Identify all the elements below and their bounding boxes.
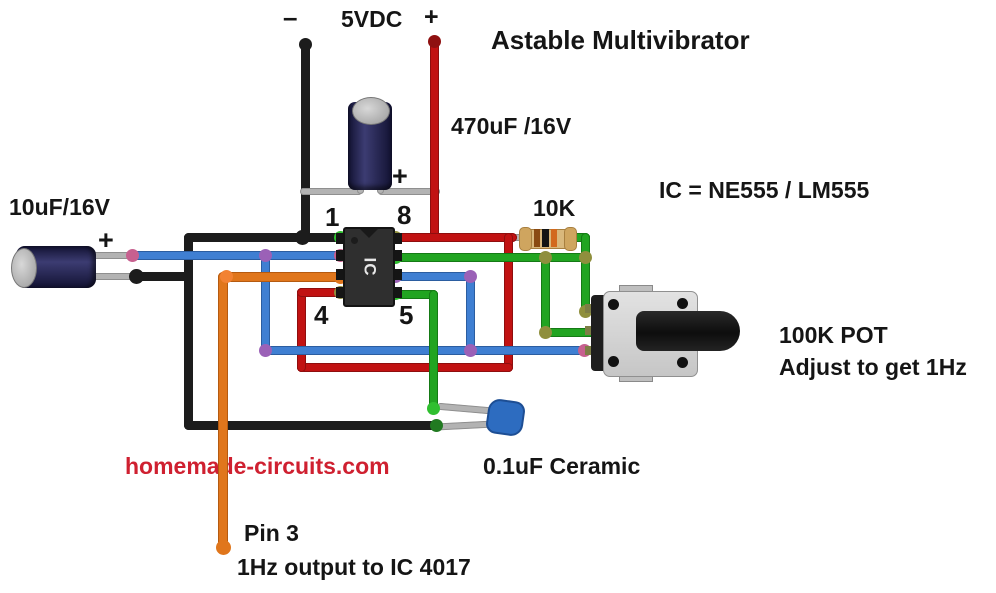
watermark: homemade-circuits.com (125, 453, 390, 479)
wire-ground-rail-vertical (184, 233, 193, 430)
output-note: 1Hz output to IC 4017 (237, 554, 471, 580)
ic-pin5-leg (392, 287, 402, 298)
wire-pin2-branch-vertical (261, 251, 270, 355)
wire-pin4-vertical (297, 288, 306, 372)
junction-cap10-negative (129, 269, 144, 284)
supply-plus-label: + (424, 3, 439, 31)
pot-screw-bottomleft (608, 356, 619, 367)
junction-pin6-branch (464, 270, 477, 283)
cap470-label: 470uF /16V (451, 113, 572, 139)
junction-bottom-mid (464, 344, 477, 357)
junction-cap10-positive (126, 249, 139, 262)
ceramic-label: 0.1uF Ceramic (483, 453, 641, 479)
supply-voltage-label: 5VDC (341, 6, 403, 32)
wire-resistor-to-pot-vertical (581, 233, 590, 315)
pot-shaft (636, 311, 740, 351)
junction-pin7-wiper (539, 251, 552, 264)
ic-pin1-leg (336, 233, 346, 244)
capacitor-470uf-top (352, 97, 390, 125)
wire-pin6-branch-vertical (466, 272, 475, 355)
cap470-right-lead (378, 188, 440, 195)
wire-pot-wiper-horizontal (541, 328, 600, 337)
resistor-end-left (519, 227, 532, 251)
wire-pin6-horizontal (392, 272, 475, 281)
ic-pin8-leg (392, 233, 402, 244)
cap10-polarity: + (98, 225, 114, 255)
junction-wiper-elbow (539, 326, 552, 339)
junction-pin2-branch (259, 249, 272, 262)
cap10-label: 10uF/16V (9, 194, 110, 220)
wire-cap10-negative (131, 272, 191, 281)
ic-pin4-leg (336, 287, 346, 298)
ceramic-bottom-lead (436, 420, 494, 431)
resistor-band-brown (534, 229, 540, 247)
pin3-label: Pin 3 (244, 520, 299, 546)
ic-pin5-label: 5 (399, 300, 414, 330)
pot-label-line1: 100K POT (779, 322, 888, 348)
cap470-polarity: + (392, 161, 408, 191)
pin3-output-tip (216, 540, 231, 555)
ceramic-capacitor-body (484, 397, 527, 438)
junction-bottom-left (259, 344, 272, 357)
ic-notch (360, 229, 378, 238)
wire-ground-bottom-horizontal (184, 421, 436, 430)
junction-pin7-resistor (579, 251, 592, 264)
wire-pin2-horizontal (130, 251, 343, 260)
page-title: Astable Multivibrator (491, 25, 750, 55)
capacitor-10uf-end (11, 248, 37, 288)
wire-pin4-bottom-horizontal (297, 363, 513, 372)
ic-pin1-label: 1 (325, 202, 340, 232)
supply-minus-label: – (283, 2, 298, 32)
wire-pin7-horizontal (392, 253, 590, 262)
pot-label-line2: Adjust to get 1Hz (779, 354, 967, 380)
resistor-band-orange (551, 229, 557, 247)
resistor-label: 10K (533, 195, 576, 221)
wire-pin4-horizontal (297, 288, 343, 297)
wire-pin3-output-vertical (218, 272, 228, 548)
ic-pin4-label: 4 (314, 300, 329, 330)
wire-threshold-bottom-horizontal (261, 346, 589, 355)
supply-minus-tip (299, 38, 312, 51)
wire-vcc-down-vertical (504, 233, 513, 372)
ic-pin8-label: 8 (397, 200, 412, 230)
cap10-bottom-lead (90, 273, 136, 280)
junction-pin3-elbow (220, 270, 233, 283)
wire-ground-top-horizontal (184, 233, 342, 242)
ceramic-top-lead (436, 402, 492, 415)
ic-pin1-dot (351, 237, 358, 244)
ic-pin2-leg (336, 250, 346, 261)
wire-supply-plus-vertical (430, 37, 439, 242)
cap470-left-lead (300, 188, 362, 195)
pot-screw-bottomright (677, 357, 688, 368)
cap10-top-lead (90, 252, 136, 259)
wire-pin3-horizontal (218, 272, 343, 282)
pot-screw-topleft (608, 299, 619, 310)
ceramic-top-connection (427, 402, 440, 415)
wire-pin5-horizontal (392, 290, 438, 299)
wire-pin8-vcc-horizontal (394, 233, 517, 242)
ic-marking: IC (360, 257, 380, 277)
wire-pin5-to-ceramic-vertical (429, 290, 438, 412)
wire-pin7-to-wiper-vertical (541, 253, 550, 337)
wire-supply-minus-vertical (301, 41, 310, 241)
resistor-end-right (564, 227, 577, 251)
supply-plus-tip (428, 35, 441, 48)
ic-pin3-leg (336, 269, 346, 280)
junction-ground-tee (295, 230, 310, 245)
ic-pin7-leg (392, 250, 402, 261)
ic-pin6-leg (392, 269, 402, 280)
pot-screw-topright (677, 298, 688, 309)
resistor-band-black (542, 229, 549, 247)
ceramic-bottom-connection (430, 419, 443, 432)
ic-note: IC = NE555 / LM555 (659, 177, 870, 203)
